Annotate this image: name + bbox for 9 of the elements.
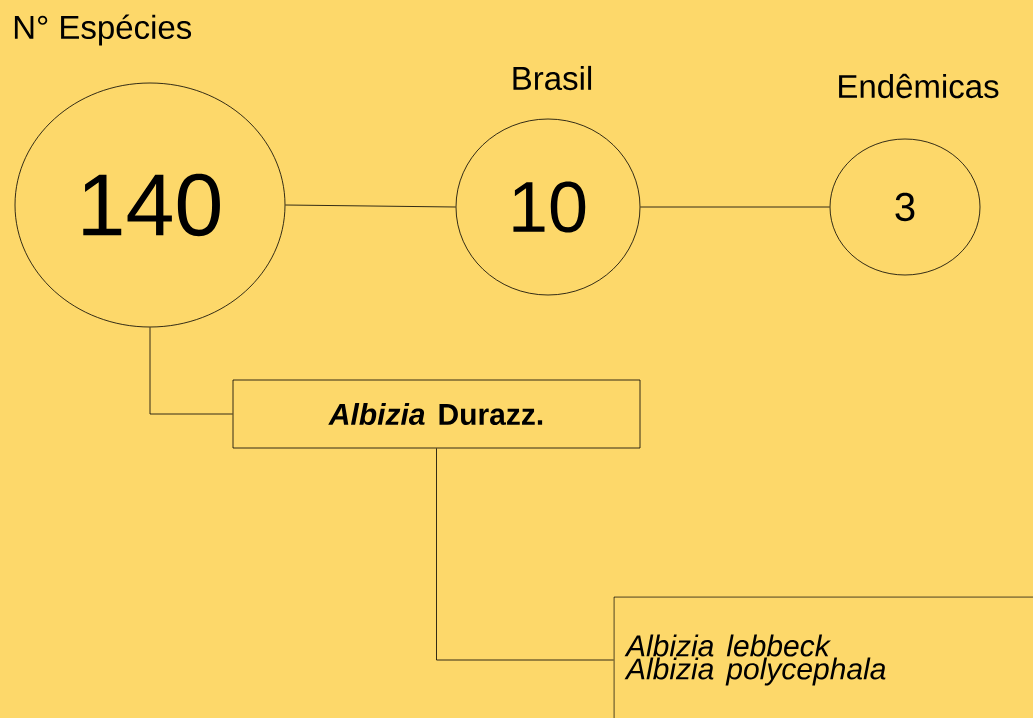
connector-line (640, 206, 830, 208)
circle-heading: N° Espécies (14, 14, 192, 46)
connector-line (149, 327, 233, 415)
taxon-box: Albizia lebbeck Albizia polycephala (613, 596, 1033, 718)
taxon-box: Albizia Durazz. (232, 379, 641, 449)
connector-line (436, 448, 614, 661)
circle-heading: Endêmicas (839, 73, 999, 99)
connector-line (285, 204, 456, 208)
circle-heading: Brasil (513, 65, 592, 91)
